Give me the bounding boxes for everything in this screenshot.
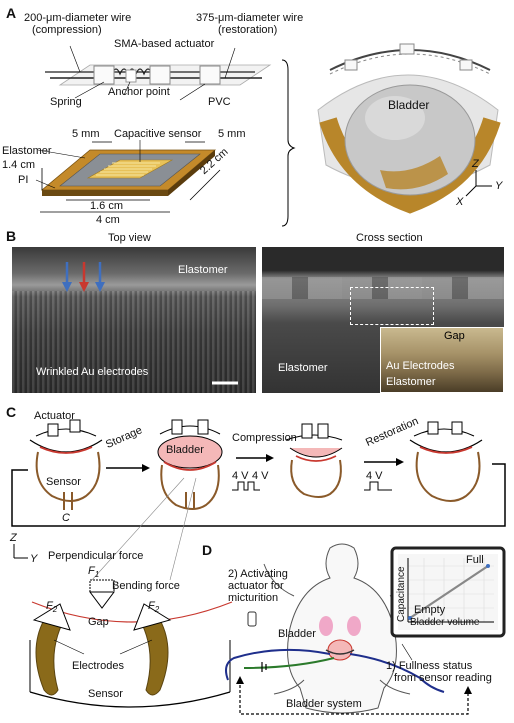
dim-5mm-left: 5 mm [72,128,100,140]
bladder-label-d: Bladder [278,628,316,640]
sem-cross-section-image [262,247,504,393]
anchor-point-label: Anchor point [108,86,170,98]
bladder-3d-label: Bladder [388,98,430,112]
axis-z-label-c: Z [10,532,17,544]
dim-4cm: 4 cm [96,214,120,226]
activating-label-3: micturition [228,592,279,604]
gap-label-c: Gap [88,616,109,628]
bending-force-label: Bending force [112,580,180,592]
capacitor-symbol: C [62,512,70,524]
voltage-pulse-2: 4 V [252,470,269,482]
electrodes-label: Electrodes [72,660,124,672]
bladder-system-label: Bladder system [286,698,362,710]
pvc-label: PVC [208,96,231,108]
top-view-title: Top view [108,232,151,244]
bladder-label-c: Bladder [166,444,204,456]
sensor-bottom-label: Sensor [88,688,123,700]
cross-section-title: Cross section [356,232,423,244]
sem-elastomer-top-label: Elastomer [178,264,228,276]
sem-elastomer-cross-label: Elastomer [278,362,328,374]
wire-compression-label: 200-μm-diameter wire [24,12,132,24]
au-electrodes-label: Au Electrodes [386,360,455,372]
axis-y-label-c: Y [30,553,38,565]
perpendicular-force-label: Perpendicular force [48,550,144,562]
empty-label: Empty [414,604,446,616]
sem-top-view-image [12,247,256,393]
activating-label-2: actuator for [228,580,284,592]
panel-label-a: A [6,5,17,21]
wrinkled-electrodes-label: Wrinkled Au electrodes [36,366,149,378]
spring-label: Spring [50,96,82,108]
axis-x-label-a: X [456,196,464,208]
actuator-label-c: Actuator [34,410,75,422]
wire-restoration-label: 375-μm-diameter wire [196,12,304,24]
sensor-label-c: Sensor [46,476,81,488]
panel-label-c: C [6,404,17,420]
wire-restoration-sub-label: (restoration) [218,24,278,36]
capacitance-axis-label: Capacitance [396,566,407,622]
dim-1-6cm: 1.6 cm [90,200,124,212]
panel-a-actuator-diagram [35,43,501,227]
activating-label-1: 2) Activating [228,568,288,580]
panel-label-d: D [202,542,213,558]
panel-label-b: B [6,228,17,244]
wire-compression-sub-label: (compression) [32,24,102,36]
f1-label: F1 [88,565,100,580]
dim-1-4cm: 1.4 cm [2,159,36,171]
full-label: Full [466,554,484,566]
axis-z-label-a: Z [472,158,479,170]
compression-label: Compression [232,432,297,444]
fullness-label-1: 1) Fullness status [386,660,473,672]
voltage-pulse-3: 4 V [366,470,383,482]
f2-right-label: F2 [148,600,160,615]
sma-actuator-label: SMA-based actuator [114,38,215,50]
fullness-label-2: from sensor reading [394,672,492,684]
f2-left-label: F2 [46,600,58,615]
dim-5mm-right: 5 mm [218,128,246,140]
sem-inset-image [380,327,504,393]
bladder-volume-axis-label: Bladder volume [410,617,480,628]
voltage-pulse-1: 4 V [232,470,249,482]
gap-inset-label: Gap [444,330,465,342]
axis-y-label-a: Y [495,180,503,192]
capacitive-sensor-label: Capacitive sensor [114,128,202,140]
pi-label: PI [18,174,29,186]
elastomer-label: Elastomer [2,145,52,157]
inset-elastomer-label: Elastomer [386,376,436,388]
